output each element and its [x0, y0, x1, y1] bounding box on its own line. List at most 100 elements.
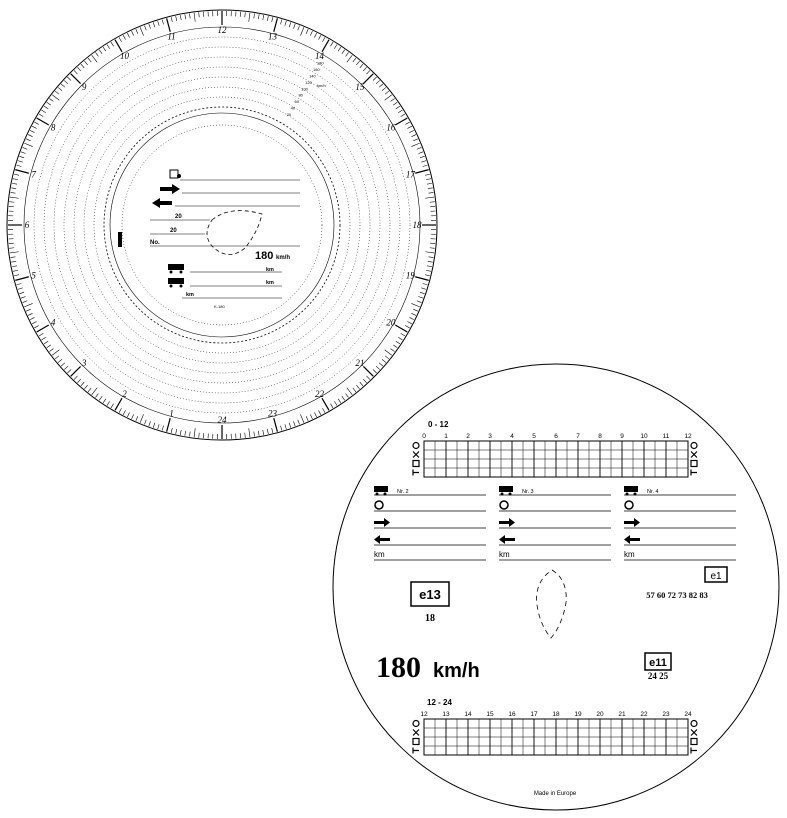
- time-tick: [106, 44, 110, 49]
- time-tick: [49, 348, 54, 352]
- time-tick: [345, 52, 349, 57]
- vehicle-km: km: [499, 550, 510, 559]
- time-tick: [12, 265, 18, 268]
- arrow-left-icon: [380, 538, 390, 541]
- front-field-20a: 20: [175, 214, 182, 220]
- time-tick: [419, 291, 425, 295]
- grid-hour-label: 8: [598, 433, 602, 440]
- time-tick: [424, 173, 430, 176]
- time-tick: [381, 359, 387, 363]
- grid-hour-label: 0: [422, 433, 426, 440]
- speed-label: 120: [305, 80, 312, 85]
- time-tick: [19, 291, 25, 295]
- time-tick: [395, 105, 401, 110]
- grid-hour-label: 21: [618, 711, 626, 718]
- time-tick: [341, 396, 345, 401]
- top-activity-grid: [423, 440, 689, 478]
- time-tick: [262, 15, 265, 21]
- hammer-icon: [412, 729, 420, 736]
- front-center-hole: [206, 210, 263, 255]
- time-tick: [57, 359, 63, 363]
- time-tick: [384, 355, 390, 360]
- time-tick: [359, 381, 364, 387]
- time-tick: [13, 178, 19, 181]
- arrow-left-icon: [505, 538, 515, 541]
- time-tick: [334, 44, 338, 49]
- time-tick: [189, 431, 191, 437]
- time-tick: [346, 387, 353, 395]
- time-tick: [77, 67, 82, 72]
- hour-label: 20: [386, 318, 396, 328]
- hour-label: 7: [31, 170, 36, 180]
- time-tick: [271, 427, 274, 433]
- arrow-left-icon: [152, 198, 172, 208]
- time-tick: [318, 410, 322, 415]
- time-tick: [189, 13, 191, 19]
- hour-label: 2: [122, 389, 127, 399]
- time-tick: [381, 87, 387, 91]
- time-tick: [127, 412, 130, 418]
- time-tick: [9, 196, 19, 199]
- time-tick: [330, 403, 334, 409]
- time-tick: [64, 365, 69, 370]
- time-tick: [384, 94, 392, 101]
- time-tick: [400, 333, 406, 337]
- truck-icon: [499, 486, 513, 492]
- time-tick: [413, 308, 418, 312]
- time-tick: [293, 23, 296, 29]
- bottom-activity-grid: [423, 718, 689, 756]
- time-tick: [166, 418, 171, 432]
- time-tick: [43, 340, 49, 345]
- time-tick: [198, 432, 200, 438]
- grid-hour-label: 13: [442, 711, 450, 718]
- time-tick: [102, 398, 107, 404]
- front-center-field: [109, 112, 335, 338]
- time-tick: [57, 87, 63, 91]
- time-tick: [17, 287, 23, 290]
- time-tick: [198, 12, 200, 18]
- time-tick: [266, 428, 269, 434]
- e1-mark-box: [704, 566, 728, 583]
- arrow-right-icon: [374, 521, 384, 524]
- time-tick: [427, 187, 433, 190]
- time-tick: [29, 130, 35, 133]
- e11-numbers: 24 25: [648, 671, 669, 681]
- time-tick: [427, 260, 433, 263]
- hour-label: 6: [25, 220, 30, 230]
- time-tick: [300, 414, 305, 423]
- time-tick: [280, 425, 283, 431]
- time-tick: [122, 410, 126, 415]
- time-tick: [318, 35, 322, 40]
- grid-hour-label: 7: [576, 433, 580, 440]
- availability-icon: [690, 459, 698, 468]
- back-center-hole: [536, 569, 567, 639]
- time-tick: [257, 430, 260, 436]
- hour-label: 17: [406, 170, 416, 180]
- grid-hour-label: 15: [486, 711, 494, 718]
- time-tick: [425, 269, 431, 272]
- grid-hour-label: 23: [662, 711, 670, 718]
- time-tick: [407, 321, 412, 325]
- time-tick: [70, 365, 82, 377]
- time-tick: [54, 355, 60, 360]
- time-tick: [352, 387, 357, 393]
- arrow-left-icon: [630, 538, 640, 541]
- arrow-right-icon: [624, 521, 634, 524]
- time-tick: [22, 147, 28, 150]
- time-tick: [99, 49, 103, 54]
- speed-label: 160: [313, 67, 320, 72]
- time-tick: [34, 121, 39, 125]
- time-tick: [36, 324, 50, 333]
- hour-label: 19: [406, 270, 416, 280]
- time-tick: [24, 303, 33, 308]
- grid-hour-label: 10: [640, 433, 648, 440]
- hour-label: 14: [315, 51, 325, 61]
- time-tick: [67, 369, 72, 374]
- time-tick: [421, 287, 427, 290]
- grid-hour-label: 20: [596, 711, 604, 718]
- time-tick: [425, 196, 435, 199]
- time-tick: [179, 15, 182, 21]
- front-km-a: km: [266, 267, 274, 273]
- time-tick: [152, 22, 156, 28]
